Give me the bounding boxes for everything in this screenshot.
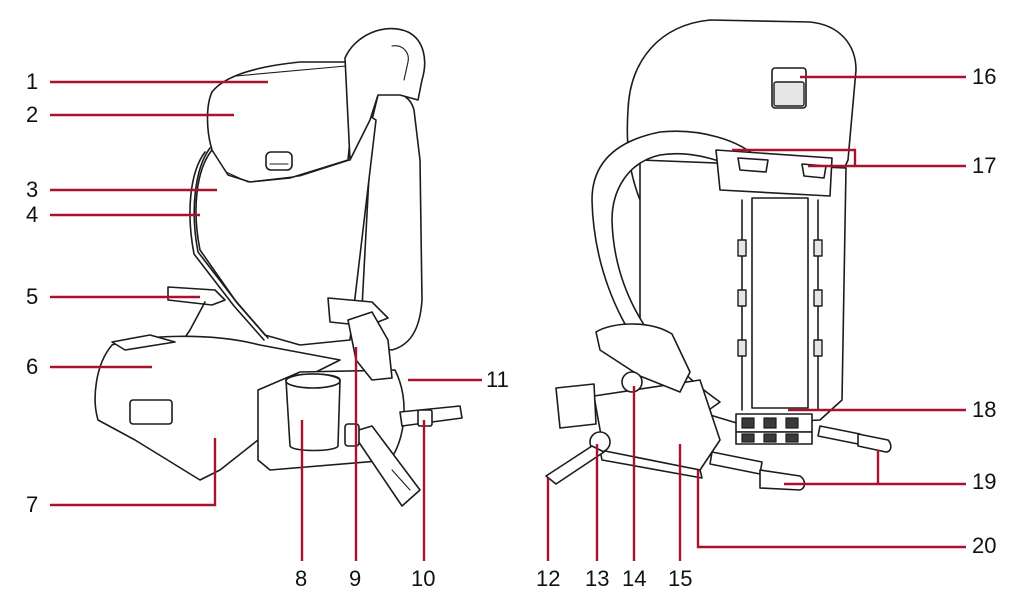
front-belt-strap [351, 425, 421, 507]
leader-17 [732, 148, 966, 168]
leader-7 [50, 438, 217, 507]
rear-base-lower [599, 449, 703, 479]
callout-10: 10 [411, 566, 436, 591]
callout-9: 9 [349, 566, 362, 591]
callout-12: 12 [536, 566, 561, 591]
callout-20: 20 [972, 533, 997, 558]
rear-rail-notches [737, 239, 823, 357]
rear-adjust-knob [621, 371, 643, 393]
callout-8: 8 [295, 566, 308, 591]
callout-3: 3 [26, 177, 39, 202]
rear-armrest [595, 323, 691, 393]
leader-20 [696, 470, 966, 549]
callout-11: 11 [486, 367, 509, 392]
rear-isofix-connector-left [759, 469, 806, 491]
callout-13: 13 [585, 566, 610, 591]
callout-1: 1 [26, 69, 39, 94]
callout-4: 4 [26, 202, 39, 227]
rear-isofix-bar-left [709, 451, 763, 475]
rear-view-seat [545, 19, 892, 491]
callout-19: 19 [972, 469, 997, 494]
callout-6: 6 [26, 354, 39, 379]
rear-belt-clip-left [737, 157, 769, 173]
rear-center-panel [751, 197, 809, 409]
front-backrest-panel [195, 109, 377, 346]
callout-14: 14 [622, 566, 647, 591]
callout-2: 2 [26, 102, 39, 127]
callout-16: 16 [972, 64, 997, 89]
front-view-seat [94, 27, 463, 507]
rear-isofix-connector-right [857, 433, 892, 453]
rear-recline-handle [545, 445, 605, 485]
front-side-strip [193, 147, 269, 339]
leader-lines [50, 75, 966, 561]
rear-cupholder [555, 383, 597, 429]
front-headrest-wing [344, 27, 426, 161]
front-belt-guide [265, 151, 293, 171]
rear-isofix-tray [735, 413, 813, 445]
callout-18: 18 [972, 397, 997, 422]
rear-isofix-bar-right [817, 425, 861, 445]
callout-17: 17 [972, 153, 997, 178]
callout-15: 15 [668, 566, 693, 591]
front-base-handle [129, 399, 173, 425]
callout-5: 5 [26, 284, 39, 309]
callout-7: 7 [26, 492, 39, 517]
